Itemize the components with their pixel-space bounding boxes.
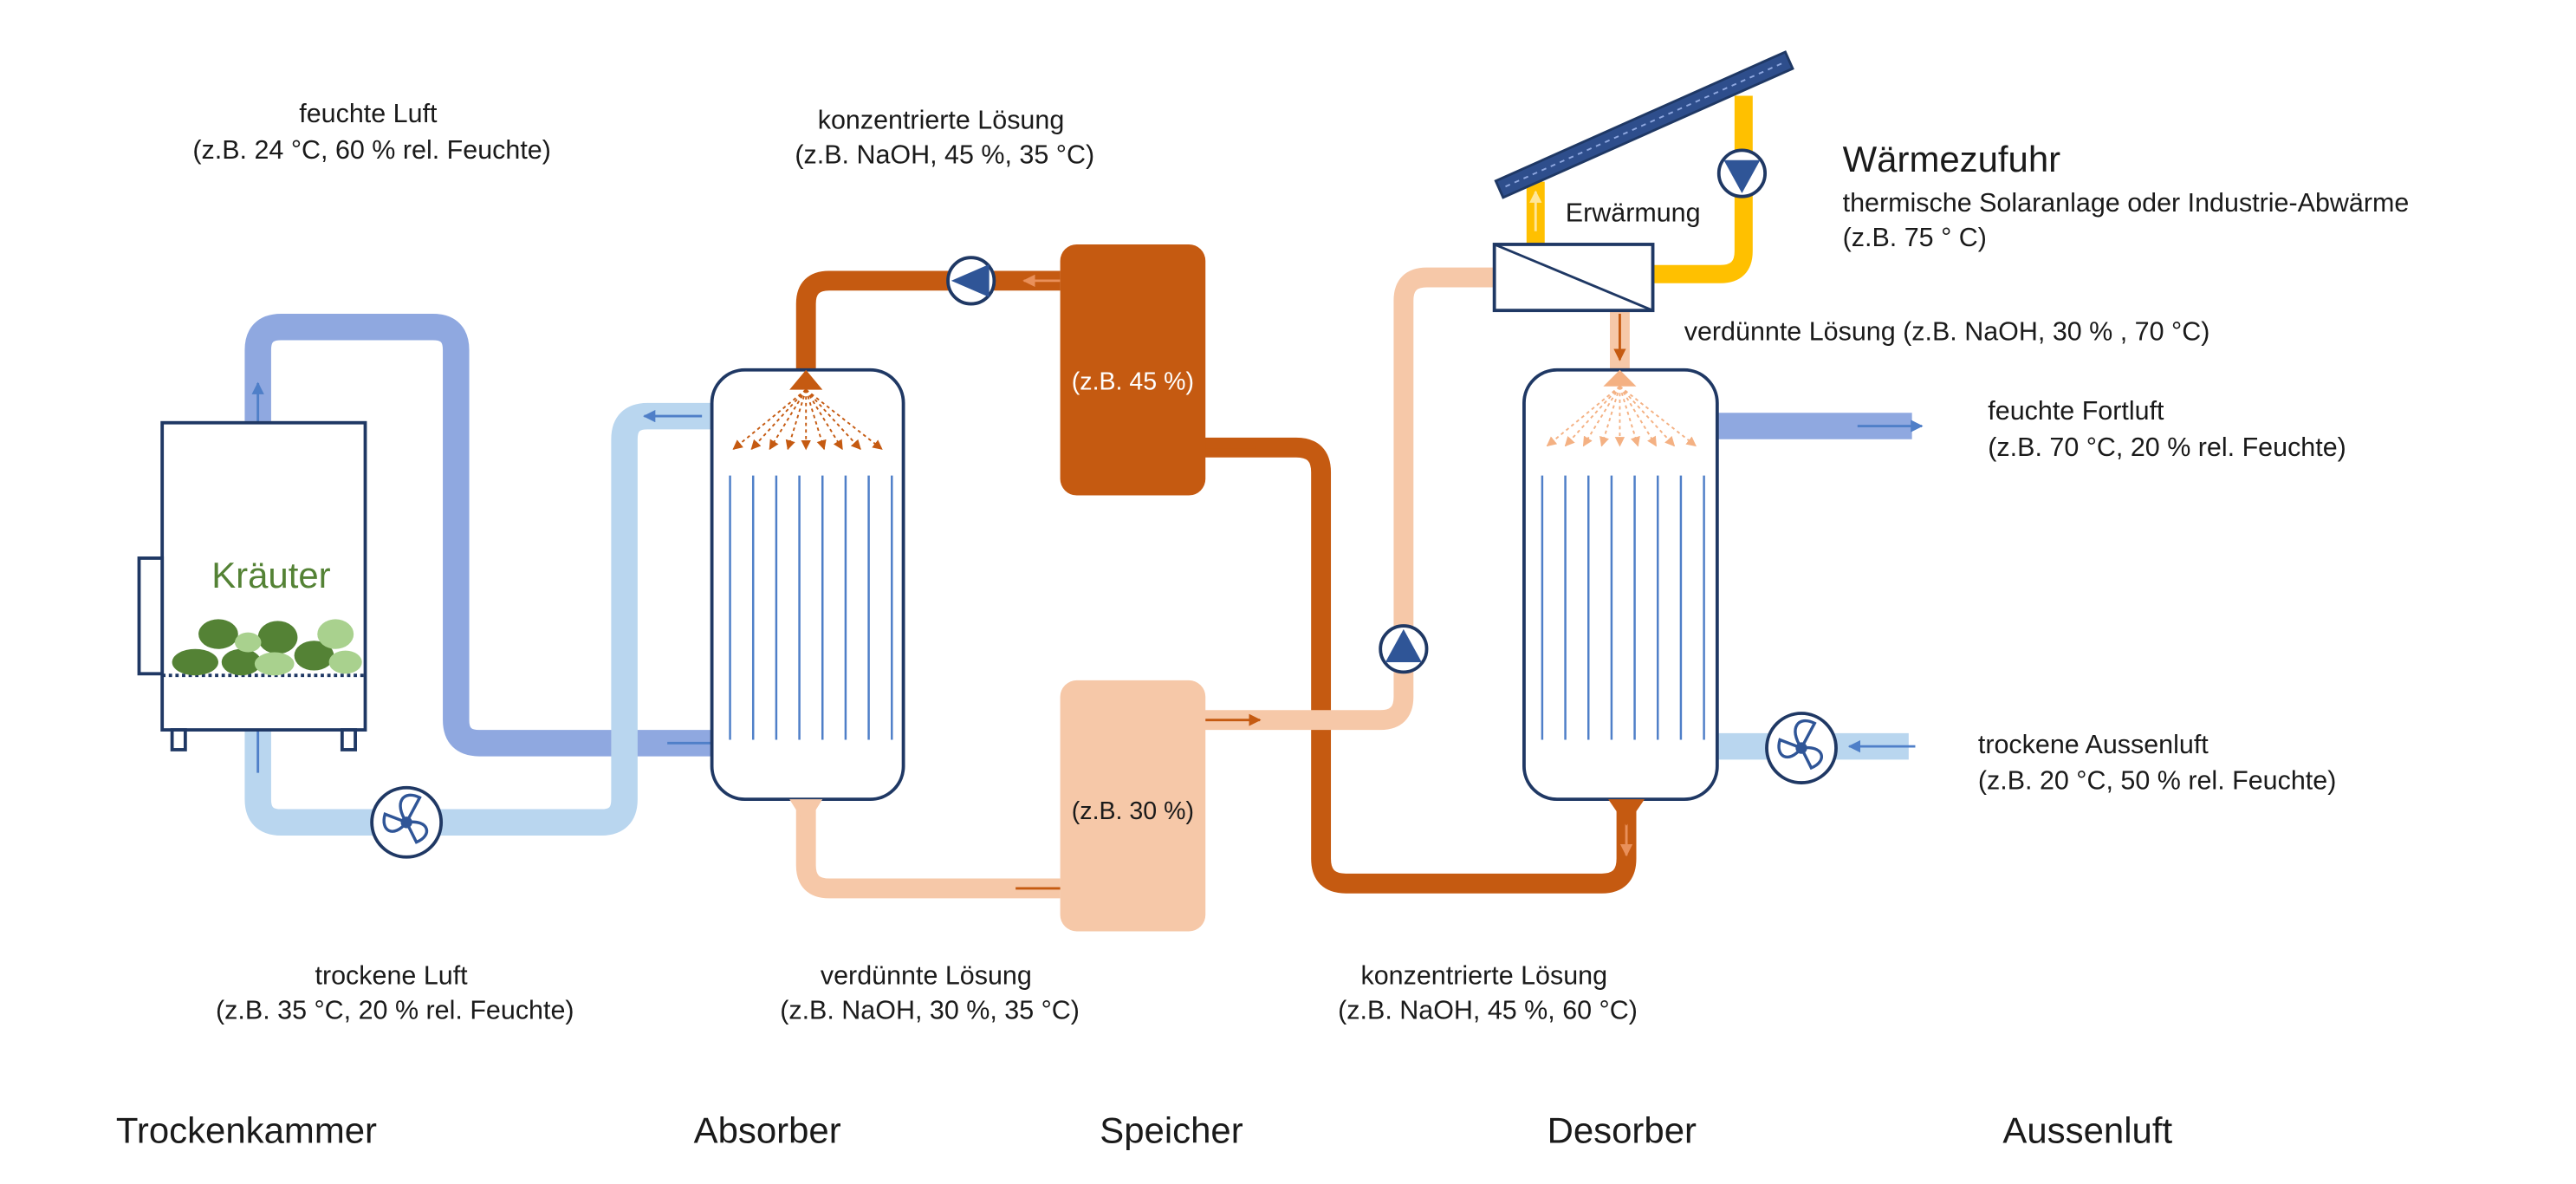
section-title-outside-air: Aussenluft	[2002, 1109, 2172, 1150]
storage-tank-diluted: (z.B. 30 %)	[1060, 680, 1206, 932]
outside-air-label: trockene Aussenluft (z.B. 20 °C, 50 % re…	[1978, 730, 2337, 796]
diluted-solution-pipe-to-hx	[1202, 267, 1495, 731]
tank-bottom-label: (z.B. 30 %)	[1072, 797, 1194, 825]
drying-chamber: Kräuter	[137, 420, 367, 751]
section-title-storage: Speicher	[1100, 1109, 1243, 1150]
diluted-solution-bottom-label: verdünnte Lösung (z.B. NaOH, 30 %, 35 °C…	[780, 960, 1080, 1025]
heat-supply-title: Wärmezufuhr	[1843, 139, 2061, 179]
concentrated-solution-top-label: konzentrierte Lösung (z.B. NaOH, 45 %, 3…	[795, 106, 1094, 170]
diluted-solution-pipe-bottom	[795, 799, 1061, 899]
absorber-column	[710, 368, 905, 826]
pump-icon	[1716, 148, 1767, 198]
section-title-desorber: Desorber	[1548, 1109, 1697, 1150]
herbs-icon	[172, 619, 362, 676]
dry-air-pipe	[244, 402, 714, 836]
pump-icon	[1379, 624, 1429, 674]
heat-supply-description: thermische Solaranlage oder Industrie-Ab…	[1843, 188, 2410, 218]
exhaust-air-label: feuchte Fortluft (z.B. 70 °C, 20 % rel. …	[1988, 396, 2346, 462]
heat-supply-temperature: (z.B. 75 ° C)	[1843, 223, 1987, 252]
heat-exchanger-icon	[1492, 243, 1655, 313]
heating-label: Erwärmung	[1566, 198, 1701, 227]
concentrated-solution-bottom-label: konzentrierte Lösung (z.B. NaOH, 45 %, 6…	[1338, 960, 1638, 1025]
pump-icon	[946, 256, 996, 306]
concentrated-solution-return-pipe	[1202, 437, 1637, 894]
fan-icon	[370, 785, 444, 859]
spray-nozzle-absorber	[732, 388, 883, 451]
solar-panel-icon	[1494, 50, 1794, 199]
fan-icon	[1765, 712, 1838, 784]
dry-air-label: trockene Luft (z.B. 35 °C, 20 % rel. Feu…	[216, 960, 574, 1025]
herbs-label: Kräuter	[211, 555, 330, 595]
diluted-solution-hot-label: verdünnte Lösung (z.B. NaOH, 30 % , 70 °…	[1684, 316, 2210, 346]
section-title-absorber: Absorber	[694, 1109, 841, 1150]
humid-air-pipe	[244, 313, 714, 757]
humid-air-label: feuchte Luft (z.B. 24 °C, 60 % rel. Feuc…	[192, 99, 551, 165]
section-title-drying-chamber: Trockenkammer	[116, 1109, 377, 1150]
concentrated-solution-pipe-top	[795, 270, 1061, 370]
storage-tank-concentrated: (z.B. 45 %)	[1060, 244, 1206, 496]
tank-top-label: (z.B. 45 %)	[1072, 368, 1194, 396]
desorber-column	[1522, 368, 1719, 826]
